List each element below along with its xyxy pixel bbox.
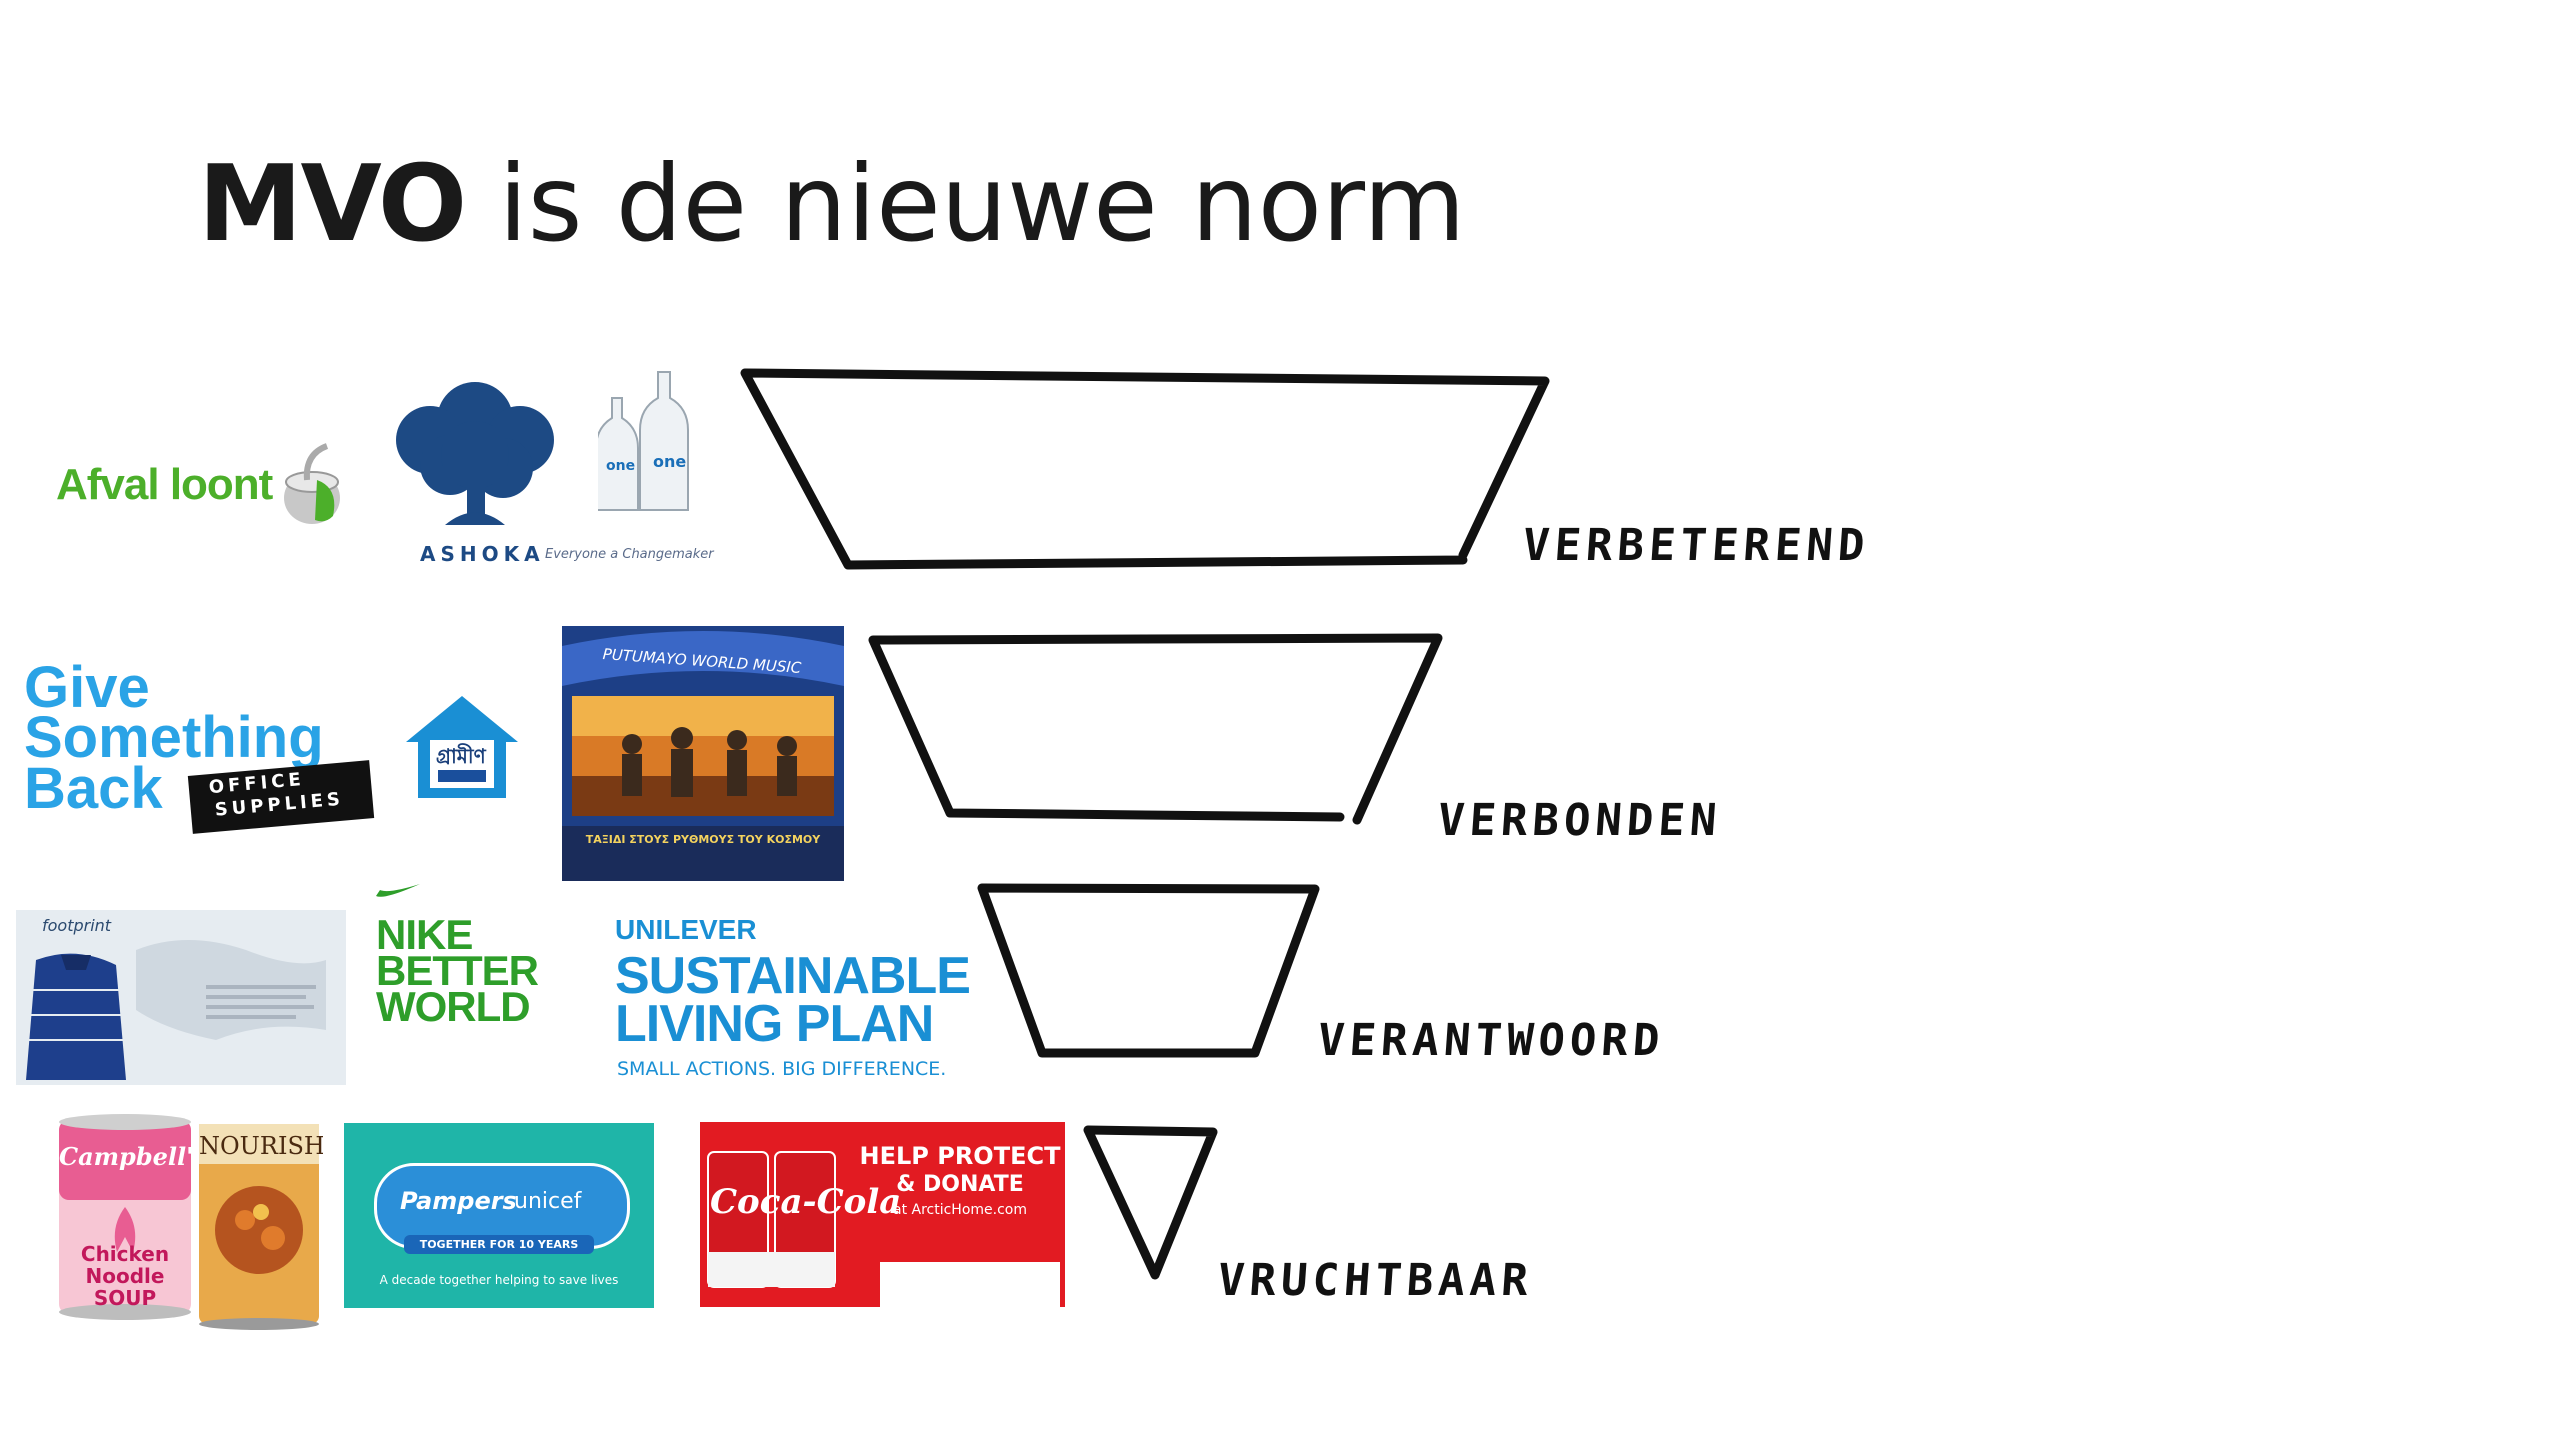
one-label-large: one	[653, 452, 687, 471]
one-water-logo: one one	[598, 368, 698, 518]
putumayo-stage-image	[562, 626, 844, 881]
nike-line1: NIKE	[376, 911, 473, 958]
footprint-chronicles-image: footprint	[16, 910, 346, 1085]
putumayo-album-cover: PUTUMAYO WORLD MUSIC ΤΑΞΙΔΙ ΣΤΟΥΣ ΡΥΘΜΟΥ…	[562, 626, 844, 881]
nourish-text: NOURISH	[199, 1132, 323, 1160]
gsb-line3: Back	[24, 756, 163, 821]
coke-line1: HELP PROTECT	[859, 1142, 1061, 1170]
coke-line3: at ArcticHome.com	[892, 1202, 1027, 1218]
pampers-brand: Pampers	[400, 1187, 517, 1215]
gsb-line2: Something	[24, 705, 324, 770]
campbells-line1: Chicken	[80, 1242, 170, 1266]
ashoka-tree-icon	[396, 382, 554, 525]
coke-line2: & DONATE	[896, 1172, 1024, 1197]
nourish-can-image	[199, 1124, 319, 1330]
pampers-unicef-pill	[374, 1163, 630, 1249]
pampers-caption: A decade together helping to save lives	[379, 1273, 619, 1287]
unilever-slp-logo: UNILEVER SUSTAINABLE LIVING PLAN SMALL A…	[613, 915, 973, 1085]
grameen-text: গ্রামীণ	[436, 744, 486, 768]
afval-loont-text: Afval loont	[56, 460, 273, 509]
footprint-text: footprint	[42, 916, 112, 935]
coca-cola-arctic-banner: Coca-Cola HELP PROTECT & DONATE at Arcti…	[700, 1122, 1065, 1307]
gsb-office-supplies-badge: OFFICE SUPPLIES	[187, 760, 375, 834]
coca-cola-cans-image	[707, 1151, 1060, 1307]
nike-swoosh-icon	[376, 884, 420, 897]
campbells-line2: Noodle	[85, 1264, 165, 1288]
pampers-banner-text: TOGETHER FOR 10 YEARS	[404, 1235, 594, 1254]
ashoka-tagline: Everyone a Changemaker	[545, 547, 714, 562]
funnel-segment-4	[1083, 1125, 1218, 1280]
soup-can-image	[59, 1114, 191, 1320]
level-label-verbeterend: VERBETEREND	[1521, 520, 1872, 571]
campbells-brand: Campbell's	[59, 1142, 195, 1171]
nike-better-world-logo: NIKE BETTER WORLD	[374, 880, 594, 1030]
unilever-line4: SMALL ACTIONS. BIG DIFFERENCE.	[617, 1058, 947, 1080]
slide-title-bold: MVO	[198, 143, 467, 265]
unicef-brand: unicef	[514, 1189, 582, 1214]
gsb-line1: Give	[24, 660, 150, 720]
nourish-soup-can: NOURISH	[195, 1120, 323, 1330]
level-label-verbonden: VERBONDEN	[1436, 795, 1724, 846]
campbells-line3: SOUP	[93, 1286, 157, 1310]
funnel-segment-2	[868, 633, 1443, 825]
recycle-can-icon	[284, 443, 340, 524]
jacket-map-image	[16, 910, 346, 1085]
one-label-small: one	[606, 458, 636, 474]
unilever-line3: LIVING PLAN	[615, 995, 934, 1053]
unilever-line1: UNILEVER	[615, 915, 757, 945]
campbells-soup-can: Campbell's Chicken Noodle SOUP	[55, 1112, 195, 1322]
level-label-vruchtbaar: VRUCHTBAAR	[1216, 1255, 1535, 1306]
funnel-segment-1	[740, 368, 1550, 570]
afval-loont-logo: Afval loont	[52, 430, 352, 540]
grameen-logo: গ্রামীণ	[402, 690, 522, 805]
grameen-house-icon	[406, 696, 518, 798]
nike-line3: WORLD	[376, 983, 531, 1030]
funnel-segment-3	[977, 883, 1320, 1058]
water-bottles-icon	[598, 371, 689, 511]
unilever-line2: SUSTAINABLE	[615, 947, 971, 1005]
nike-line2: BETTER	[376, 947, 539, 994]
ashoka-logo: ASHOKA	[375, 380, 575, 570]
pampers-unicef-banner: Pampers unicef TOGETHER FOR 10 YEARS A d…	[344, 1123, 654, 1308]
coke-brand: Coca-Cola	[710, 1182, 902, 1222]
slide-title-rest: is de nieuwe norm	[465, 143, 1466, 265]
give-something-back-logo: Give Something Back OFFICE SUPPLIES	[22, 660, 382, 835]
level-label-verantwoord: VERANTWOORD	[1316, 1015, 1667, 1066]
slide-title: MVO is de nieuwe norm	[198, 152, 1466, 257]
putumayo-footer: ΤΑΞΙΔΙ ΣΤΟΥΣ ΡΥΘΜΟΥΣ ΤΟΥ ΚΟΣΜΟΥ	[585, 833, 821, 846]
ashoka-text: ASHOKA	[420, 542, 545, 566]
